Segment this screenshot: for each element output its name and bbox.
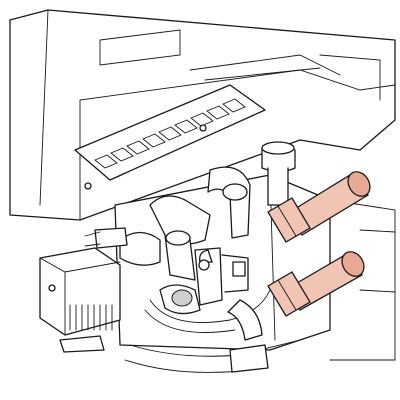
circulation-pump [39, 247, 121, 353]
control-panel-grille [74, 54, 341, 190]
screw-icon [199, 124, 207, 132]
lower-connection-pipe [267, 251, 365, 317]
upper-connection-pipe [267, 171, 371, 243]
grille-slot [190, 112, 214, 127]
internal-pipework [84, 166, 271, 341]
grille-slot [126, 140, 150, 155]
grille-slot [94, 154, 118, 169]
grille-slot [158, 126, 182, 141]
grille-slot [206, 105, 230, 120]
grille-slot [110, 147, 134, 162]
screw-icon [84, 182, 92, 190]
grille-slot [174, 119, 198, 134]
grille-slot [142, 133, 166, 148]
grille-slot [222, 98, 246, 113]
bottom-plate [124, 339, 301, 373]
top-valve-fitting [261, 141, 296, 206]
screw-icon [48, 284, 56, 292]
